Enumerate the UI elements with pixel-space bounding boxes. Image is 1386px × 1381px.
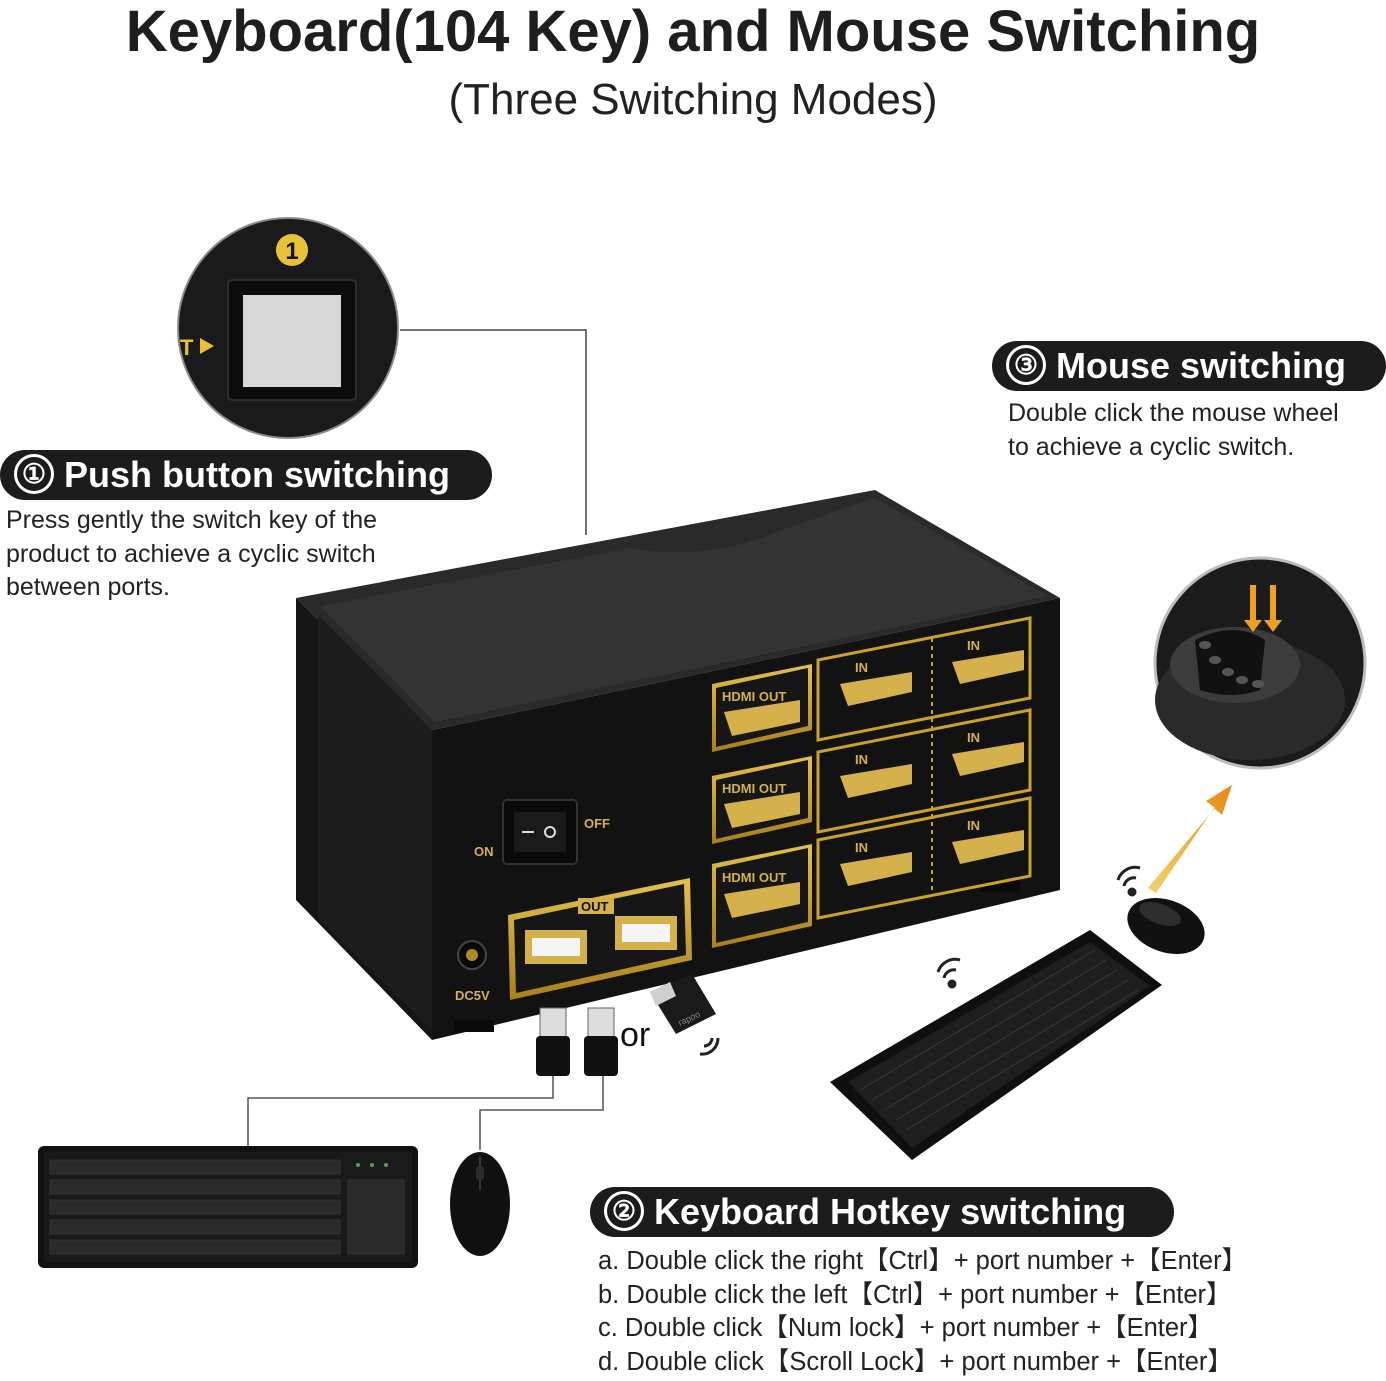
power-off-label: OFF (584, 816, 610, 831)
page-title: Keyboard(104 Key) and Mouse Switching (125, 0, 1261, 64)
hdmi-out-a: HDMI OUT (712, 844, 812, 948)
in-2-a-label: IN (855, 840, 868, 855)
in-1-a-label: IN (967, 818, 980, 833)
hdmi-out-b: HDMI OUT (712, 756, 812, 844)
hotkey-item: c. Double click【Num lock】+ port number +… (598, 1314, 1214, 1342)
wireless-keyboard (830, 930, 1162, 1160)
number-badge: ① (14, 454, 54, 494)
description-line: Double click the mouse wheel (1008, 399, 1339, 427)
push-button-switching-description: Press gently the switch key of the produ… (6, 504, 426, 605)
in-2-b-label: IN (855, 752, 868, 767)
mouse-switching-title: Mouse switching (1056, 345, 1347, 386)
mouse-switching-description: Double click the mouse wheel to achieve … (1008, 397, 1378, 464)
description-line: to achieve a cyclic switch. (1008, 432, 1295, 461)
page-subtitle: (Three Switching Modes) (448, 75, 938, 124)
mouse-wheel-zoom-circle (1153, 556, 1367, 770)
kvm-switch-device: ON OFF DC5V OUT HDMI OUT HDMI OUT (296, 490, 1060, 1040)
power-on-label: ON (474, 844, 494, 859)
wireless-dongle: rapoo (650, 974, 716, 1034)
usb-out-label: OUT (581, 899, 609, 914)
arrow-icon (1148, 785, 1232, 893)
number-badge: ③ (1006, 345, 1046, 385)
wifi-signal-icon (699, 1037, 720, 1056)
hotkey-item: b. Double click the left【Ctrl】+ port num… (598, 1280, 1232, 1309)
description-line: Press gently the switch key of the (6, 506, 378, 534)
hdmi-out-c: HDMI OUT (712, 664, 812, 752)
connector-line (400, 329, 587, 535)
svg-text:HDMI OUT: HDMI OUT (722, 870, 786, 885)
wifi-signal-icon (936, 957, 961, 989)
in-1-c-label: IN (967, 638, 980, 653)
button-number-label: 1 (285, 238, 298, 265)
wired-keyboard (38, 1146, 418, 1268)
dc5v-label: DC5V (455, 988, 490, 1003)
hotkey-item: a. Double click the right【Ctrl】+ port nu… (598, 1247, 1248, 1275)
in-2-c-label: IN (855, 660, 868, 675)
wireless-mouse (1127, 897, 1205, 955)
keyboard-hotkey-switching-title: Keyboard Hotkey switching (654, 1191, 1127, 1232)
hotkey-list: a. Double click the right【Ctrl】+ port nu… (598, 1245, 1378, 1379)
description-line: product to achieve a cyclic switch (6, 539, 376, 568)
description-line: between ports. (6, 573, 170, 601)
button-marker-label: T (180, 335, 194, 360)
svg-text:HDMI OUT: HDMI OUT (722, 781, 786, 796)
button-zoom-circle: 1 T (177, 217, 399, 439)
push-button-switching-title: Push button switching (64, 454, 450, 495)
usb-cable-plugs (247, 1007, 618, 1150)
hotkey-item: d. Double click【Scroll Lock】+ port numbe… (598, 1347, 1233, 1376)
svg-text:HDMI OUT: HDMI OUT (722, 689, 786, 704)
wired-mouse (450, 1152, 510, 1256)
in-1-b-label: IN (967, 730, 980, 745)
wifi-signal-icon (1116, 865, 1141, 897)
or-label: or (620, 1016, 650, 1054)
number-badge: ② (604, 1191, 644, 1231)
